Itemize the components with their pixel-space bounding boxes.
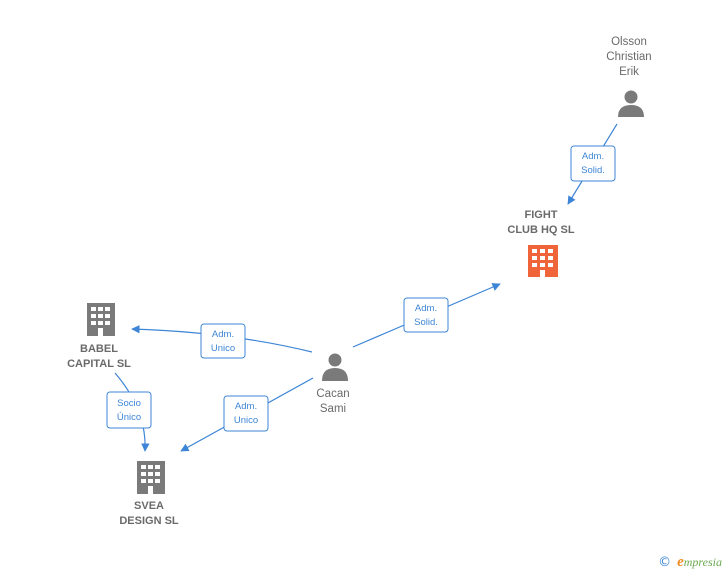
- person-name-line: Sami: [320, 403, 346, 415]
- company-name-line: BABEL: [80, 343, 118, 355]
- company-name-line: CAPITAL SL: [67, 358, 131, 370]
- person-icon: [618, 90, 644, 117]
- company-node-svea-design[interactable]: SVEA DESIGN SL: [119, 461, 179, 527]
- copyright-icon: ©: [658, 555, 672, 570]
- edge-cacan-babel[interactable]: Adm. Unico: [131, 323, 313, 359]
- edge-label-line2: Unico: [211, 343, 235, 354]
- edge-label-line2: Solid.: [581, 165, 605, 176]
- person-node-cacan[interactable]: Cacan Sami: [316, 353, 350, 416]
- edge-label-line1: Adm.: [415, 303, 437, 314]
- person-node-olsson[interactable]: Olsson Christian Erik: [606, 36, 652, 117]
- company-node-babel-capital[interactable]: BABEL CAPITAL SL: [67, 303, 131, 370]
- brand-footer[interactable]: © empresia: [658, 554, 722, 571]
- edge-babel-svea[interactable]: Socio Único: [106, 372, 152, 452]
- building-icon: [528, 245, 558, 277]
- person-name-line: Christian: [606, 51, 651, 63]
- edge-label-line2: Único: [117, 412, 141, 423]
- company-name-line: SVEA: [134, 500, 164, 512]
- person-icon: [322, 353, 348, 381]
- building-icon: [137, 461, 165, 494]
- edge-cacan-svea[interactable]: Adm. Unico: [180, 377, 314, 452]
- person-name-line: Erik: [619, 66, 639, 78]
- person-name-line: Cacan: [316, 388, 349, 400]
- edge-label-line1: Socio: [117, 398, 141, 409]
- edge-label-line1: Adm.: [212, 329, 234, 340]
- edge-label-line1: Adm.: [582, 151, 604, 162]
- company-name-line: FIGHT: [525, 209, 558, 221]
- company-name-line: CLUB HQ SL: [507, 224, 575, 236]
- company-node-fight-club-hq[interactable]: FIGHT CLUB HQ SL: [507, 209, 575, 277]
- edge-label-line2: Solid.: [414, 317, 438, 328]
- company-name-line: DESIGN SL: [119, 515, 179, 527]
- edge-olsson-fight[interactable]: Adm. Solid.: [567, 123, 618, 205]
- person-name-line: Olsson: [611, 36, 647, 48]
- brand-logo: empresia: [677, 554, 722, 570]
- edge-label-line1: Adm.: [235, 401, 257, 412]
- edge-cacan-fight[interactable]: Adm. Solid.: [352, 283, 501, 348]
- edge-label-line2: Unico: [234, 415, 258, 426]
- building-icon: [87, 303, 115, 336]
